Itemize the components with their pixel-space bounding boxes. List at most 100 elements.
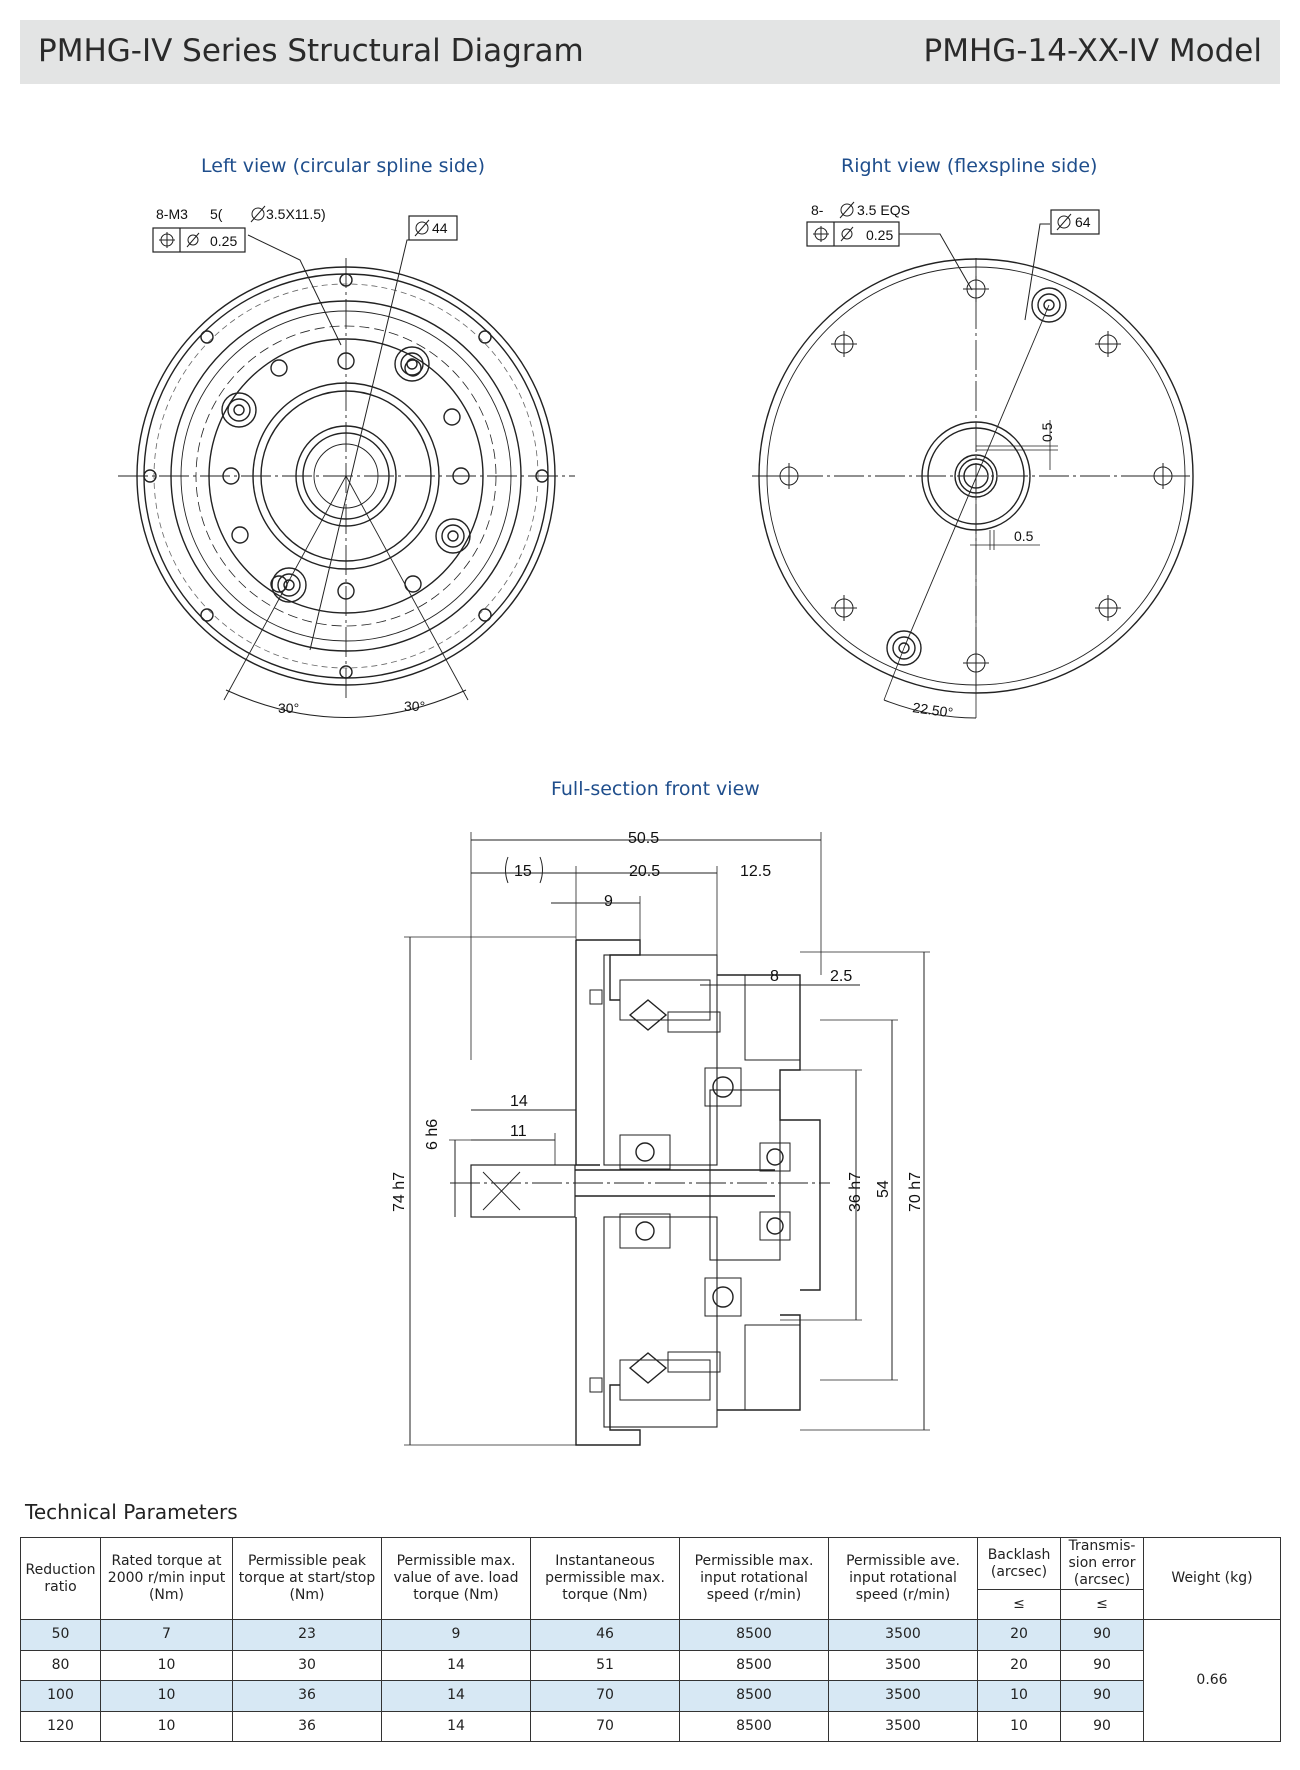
col-header: Permissible max. value of ave. load torq…	[381, 1537, 531, 1620]
left-diameter: 44	[432, 220, 448, 236]
bearing-icon	[619, 1067, 791, 1317]
table-cell: 8500	[679, 1710, 829, 1742]
table-cell: 7	[100, 1619, 233, 1651]
position-tolerance-icon	[159, 232, 175, 248]
right-offset-v: 0.5	[1039, 422, 1055, 442]
left-view-caption: Left view (circular spline side)	[201, 155, 485, 177]
table-cell: 90	[1060, 1680, 1144, 1712]
col-header: Reduction ratio	[20, 1537, 101, 1620]
weight-cell: 0.66	[1143, 1619, 1281, 1742]
table-cell: 14	[381, 1710, 531, 1742]
table-row: 100 10 36 14 70 8500 3500 10 90	[20, 1680, 1281, 1712]
bolt-icon	[886, 287, 1067, 666]
front-view-caption: Full-section front view	[551, 778, 760, 800]
col-header: Transmis-sion error (arcsec)	[1060, 1537, 1144, 1590]
dim-2-5: 2.5	[830, 968, 852, 985]
table-cell: 3500	[828, 1680, 978, 1712]
table-cell: 100	[20, 1680, 101, 1712]
table-cell: 20	[977, 1649, 1061, 1681]
structural-drawing: 8-M3 5( 3.5X11.5) 0.25 44 30° 30°	[118, 201, 1194, 1446]
table-cell: 9	[381, 1619, 531, 1651]
col-header: Permissible peak torque at start/stop (N…	[232, 1537, 382, 1620]
table-cell: 10	[100, 1680, 233, 1712]
left-tolerance: 0.25	[210, 233, 237, 249]
dim-outer-right: 70 h7	[907, 1172, 924, 1212]
diameter-icon	[839, 201, 1072, 242]
right-diameter: 64	[1075, 214, 1091, 230]
right-view-drawing: 8- 3.5 EQS 0.25 64 0.5 0.5 22.50°	[752, 201, 1194, 721]
table-cell: 3500	[828, 1619, 978, 1651]
table-cell: 3500	[828, 1710, 978, 1742]
dim-shaft-diameter: 6 h6	[424, 1119, 441, 1150]
right-angle: 22.50°	[912, 699, 954, 721]
le-symbol: ≤	[977, 1589, 1061, 1620]
dim-11: 11	[510, 1123, 527, 1140]
dim-outer-left: 74 h7	[391, 1172, 408, 1212]
table-cell: 51	[530, 1649, 680, 1681]
table-cell: 8500	[679, 1649, 829, 1681]
table-cell: 70	[530, 1710, 680, 1742]
table-cell: 3500	[828, 1649, 978, 1681]
col-header: Instantaneous permissible max. torque (N…	[530, 1537, 680, 1620]
table-cell: 14	[381, 1680, 531, 1712]
params-table: Reduction ratio Rated torque at 2000 r/m…	[20, 1537, 1281, 1742]
table-row: 50 7 23 9 46 8500 3500 20 90 0.66	[20, 1619, 1281, 1742]
table-row: 80 10 30 14 51 8500 3500 20 90	[20, 1649, 1281, 1681]
right-hole-spec: 3.5 EQS	[857, 202, 910, 218]
col-header: Weight (kg)	[1143, 1537, 1281, 1620]
params-title: Technical Parameters	[25, 1500, 238, 1524]
left-angle-b: 30°	[404, 698, 425, 714]
dim-pcd: 54	[875, 1180, 892, 1198]
page-title: PMHG-IV Series Structural Diagram	[38, 33, 584, 69]
left-hole-depth: 5(	[210, 206, 223, 222]
table-cell: 90	[1060, 1710, 1144, 1742]
table-cell: 20	[977, 1619, 1061, 1651]
table-cell: 14	[381, 1649, 531, 1681]
col-header: Rated torque at 2000 r/min input (Nm)	[100, 1537, 233, 1620]
table-cell: 8500	[679, 1680, 829, 1712]
col-header: Permissible max. input rotational speed …	[679, 1537, 829, 1620]
table-cell: 10	[977, 1680, 1061, 1712]
table-cell: 70	[530, 1680, 680, 1712]
table-cell: 36	[232, 1680, 382, 1712]
left-hole-note: 8-M3	[156, 206, 188, 222]
table-cell: 80	[20, 1649, 101, 1681]
table-cell: 36	[232, 1710, 382, 1742]
left-view-drawing: 8-M3 5( 3.5X11.5) 0.25 44 30° 30°	[118, 205, 575, 718]
table-cell: 90	[1060, 1649, 1144, 1681]
dim-20-5: 20.5	[629, 863, 660, 880]
position-tolerance-icon	[813, 226, 829, 242]
table-cell: 10	[977, 1710, 1061, 1742]
table-cell: 46	[530, 1619, 680, 1651]
table-cell: 23	[232, 1619, 382, 1651]
left-angle-a: 30°	[278, 700, 299, 716]
bolt-icon	[221, 346, 471, 603]
dim-total-length: 50.5	[628, 830, 659, 847]
page-header: PMHG-IV Series Structural Diagram PMHG-1…	[20, 20, 1280, 84]
right-view-caption: Right view (flexspline side)	[841, 155, 1098, 177]
dim-9: 9	[604, 893, 613, 910]
front-section-drawing: 50.5 15 20.5 12.5 9 8 2.5 14 11 6 h6 74 …	[391, 830, 930, 1446]
table-row: 120 10 36 14 70 8500 3500 10 90	[20, 1710, 1281, 1742]
col-header: Backlash (arcsec)	[977, 1537, 1061, 1590]
table-cell: 30	[232, 1649, 382, 1681]
diameter-icon	[186, 205, 430, 248]
model-name: PMHG-14-XX-IV Model	[923, 33, 1262, 69]
table-cell: 8500	[679, 1619, 829, 1651]
le-symbol: ≤	[1060, 1589, 1144, 1620]
col-header: Permissible ave. input rotational speed …	[828, 1537, 978, 1620]
dim-14: 14	[510, 1093, 528, 1110]
table-cell: 10	[100, 1649, 233, 1681]
right-offset-h: 0.5	[1014, 528, 1034, 544]
table-cell: 90	[1060, 1619, 1144, 1651]
dim-12-5: 12.5	[740, 863, 771, 880]
right-tolerance: 0.25	[866, 227, 893, 243]
left-hole-spec: 3.5X11.5)	[266, 206, 326, 222]
table-cell: 50	[20, 1619, 101, 1651]
dim-8: 8	[770, 968, 779, 985]
table-cell: 10	[100, 1710, 233, 1742]
dim-15: 15	[514, 863, 532, 880]
dim-bore: 36 h7	[847, 1172, 864, 1212]
table-cell: 120	[20, 1710, 101, 1742]
right-hole-prefix: 8-	[811, 202, 824, 218]
